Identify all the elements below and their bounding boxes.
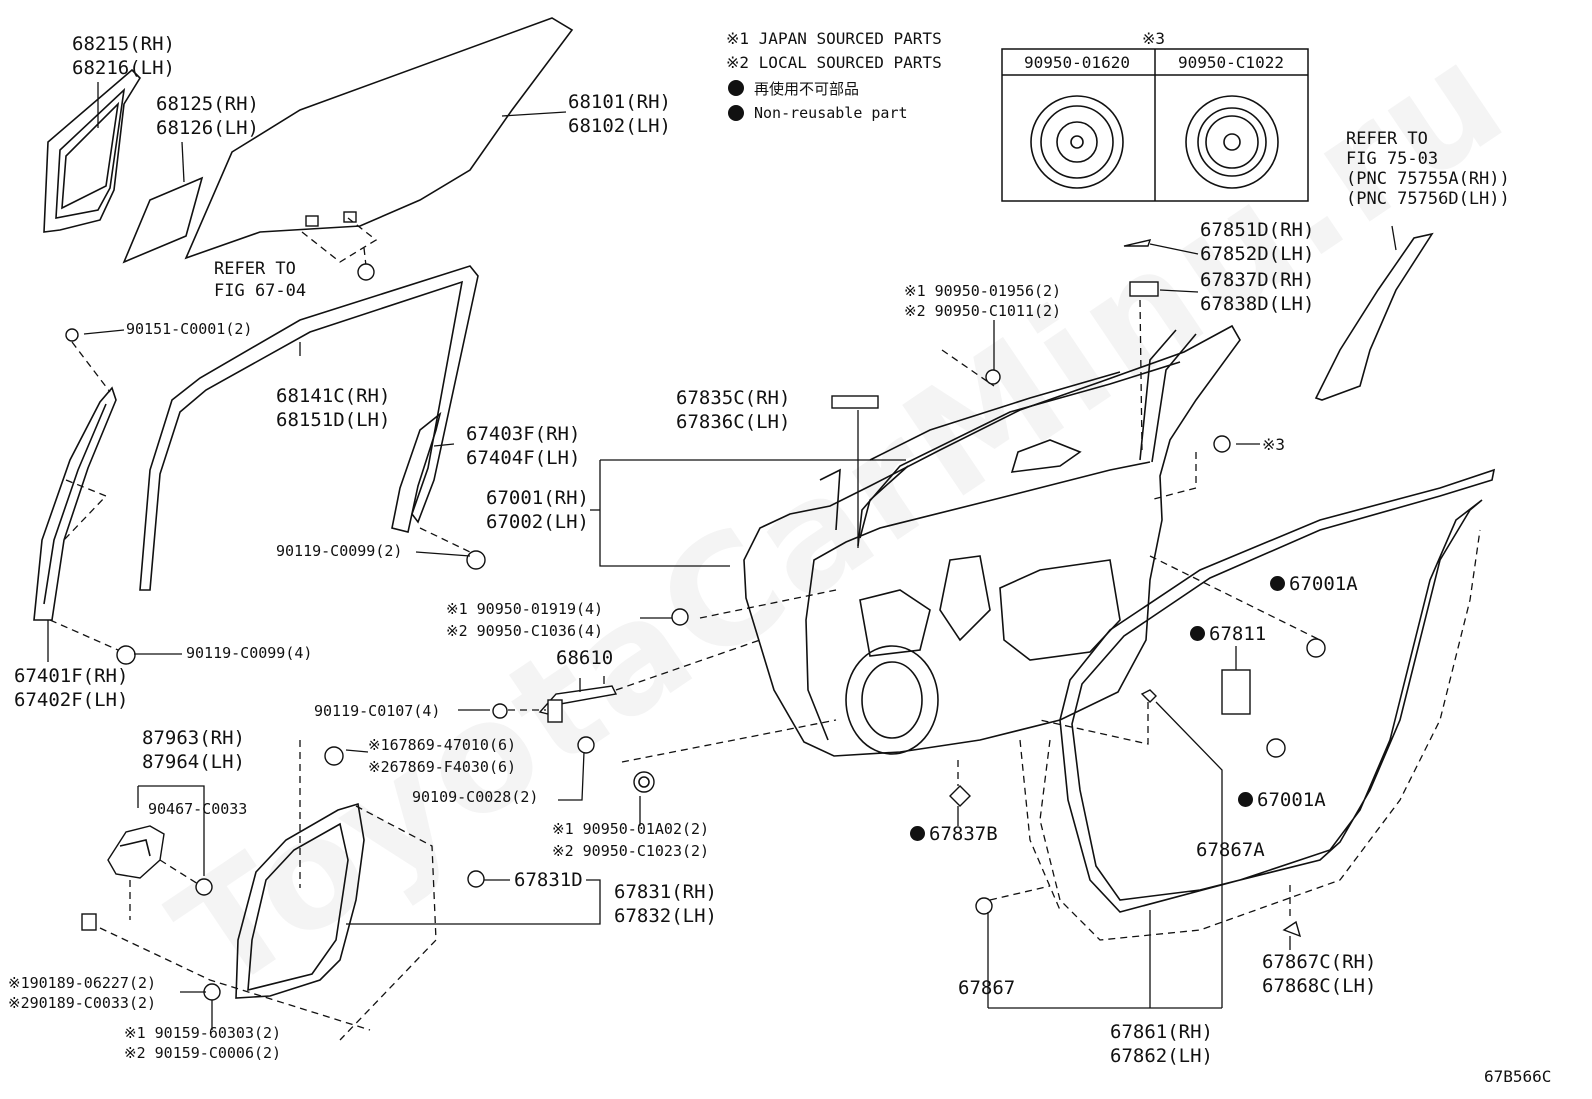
label-90119-c0107: 90119-C0107(4) — [314, 702, 441, 720]
glass-clips — [301, 211, 378, 281]
label-90950-c1011: ※2 90950-C1011(2) — [904, 302, 1062, 320]
label-67851d: 67851D(RH) — [1200, 219, 1315, 241]
door-weatherstrip-67861 — [1019, 468, 1496, 941]
label-90950-01a02: ※1 90950-01A02(2) — [552, 820, 710, 838]
rear-sash-67401f — [33, 386, 117, 621]
label-90189-c0033: ※290189-C0033(2) — [8, 994, 157, 1012]
table-col2: 90950-C1022 — [1178, 53, 1284, 72]
leader-lines — [47, 82, 1291, 1030]
label-refer-67-04-b: FIG 67-04 — [214, 281, 307, 301]
b-pillar-garnish — [1314, 232, 1434, 401]
label-68101: 68101(RH) — [568, 91, 671, 113]
label-67836c: 67836C(LH) — [676, 411, 791, 433]
label-67835c: 67835C(RH) — [676, 387, 791, 409]
label-67867c: 67867C(RH) — [1262, 951, 1377, 973]
label-67867a: 67867A — [1196, 839, 1265, 861]
quarter-window-frame — [43, 68, 142, 233]
label-90151: 90151-C0001(2) — [126, 320, 253, 338]
label-90950-01956: ※1 90950-01956(2) — [904, 282, 1062, 300]
legend-note-1: ※1 JAPAN SOURCED PARTS — [726, 29, 942, 48]
label-67831d: 67831D — [514, 869, 583, 891]
legend-note-2: ※2 LOCAL SOURCED PARTS — [726, 53, 942, 72]
door-panel — [743, 324, 1241, 757]
label-refer-67-04-a: REFER TO — [214, 259, 296, 279]
label-90119-c0099-2: 90119-C0099(2) — [276, 542, 403, 560]
label-67837d: 67837D(RH) — [1200, 269, 1315, 291]
label-refer-75-03-a: REFER TO — [1346, 129, 1428, 149]
label-67831: 67831(RH) — [614, 881, 717, 903]
label-67403f: 67403F(RH) — [466, 423, 581, 445]
label-90950-01919: ※1 90950-01919(4) — [446, 600, 604, 618]
label-67838d: 67838D(LH) — [1200, 293, 1315, 315]
label-67852d: 67852D(LH) — [1200, 243, 1315, 265]
label-90159-c0006: ※2 90159-C0006(2) — [124, 1044, 282, 1062]
label-67001a-2: 67001A — [1238, 788, 1326, 812]
label-67001: 67001(RH) — [486, 487, 589, 509]
label-67401f: 67401F(RH) — [14, 665, 129, 687]
label-refer-75-03-b: FIG 75-03 — [1346, 149, 1439, 169]
label-90950-c1036: ※2 90950-C1036(4) — [446, 622, 604, 640]
small-parts-right — [831, 239, 1326, 938]
label-68215: 68215(RH) — [72, 33, 175, 55]
legend-dot-1 — [728, 80, 744, 96]
label-67837b: 67837B — [910, 822, 998, 846]
label-68216: 68216(LH) — [72, 57, 175, 79]
quarter-glass — [122, 176, 204, 264]
door-glass — [184, 17, 574, 260]
table-mark: ※3 — [1142, 29, 1166, 48]
label-67811: 67811 — [1190, 622, 1266, 646]
label-67832: 67832(LH) — [614, 905, 717, 927]
door-frame-molding-68141c — [139, 265, 479, 591]
label-refer-75-03-c: (PNC 75755A(RH)) — [1346, 169, 1510, 189]
label-87963: 87963(RH) — [142, 727, 245, 749]
table-col1: 90950-01620 — [1024, 53, 1130, 72]
label-68102: 68102(LH) — [568, 115, 671, 137]
label-67869-f4030: ※267869-F4030(6) — [368, 758, 517, 776]
label-90159-60303: ※1 90159-60303(2) — [124, 1024, 282, 1042]
front-sash-67403f — [391, 411, 442, 533]
label-68125: 68125(RH) — [156, 93, 259, 115]
service-hole-cover-67831 — [235, 740, 485, 1041]
label-67862: 67862(LH) — [1110, 1045, 1213, 1067]
legend-dot-2 — [728, 105, 744, 121]
screws-left — [49, 328, 486, 665]
legend-nonreusable-jp: 再使用不可部品 — [754, 80, 860, 98]
label-87964: 87964(LH) — [142, 751, 245, 773]
label-90189-06227: ※190189-06227(2) — [8, 974, 157, 992]
label-68610: 68610 — [556, 647, 614, 669]
label-67861: 67861(RH) — [1110, 1021, 1213, 1043]
label-67402f: 67402F(LH) — [14, 689, 129, 711]
label-90467: 90467-C0033 — [148, 800, 248, 818]
label-67002: 67002(LH) — [486, 511, 589, 533]
label-67404f: 67404F(LH) — [466, 447, 581, 469]
legend-nonreusable-en: Non-reusable part — [754, 104, 908, 122]
label-refer-75-03-d: (PNC 75756D(LH)) — [1346, 189, 1510, 209]
label-68151d: 68151D(LH) — [276, 409, 391, 431]
door-check-68610 — [492, 589, 837, 793]
label-90950-c1023: ※2 90950-C1023(2) — [552, 842, 710, 860]
label-mark3: ※3 — [1262, 435, 1286, 454]
figure-code: 67B566C — [1484, 1067, 1552, 1086]
label-67867: 67867 — [958, 977, 1016, 999]
label-67001a-1: 67001A — [1270, 572, 1358, 596]
mirror-motor-87963 — [81, 825, 371, 1031]
label-67869-47010: ※167869-47010(6) — [368, 736, 517, 754]
label-68126: 68126(LH) — [156, 117, 259, 139]
label-90119-c0099-4: 90119-C0099(4) — [186, 644, 313, 662]
label-90109: 90109-C0028(2) — [412, 788, 539, 806]
grommet-table — [1001, 48, 1309, 202]
label-67868c: 67868C(LH) — [1262, 975, 1377, 997]
label-68141c: 68141C(RH) — [276, 385, 391, 407]
